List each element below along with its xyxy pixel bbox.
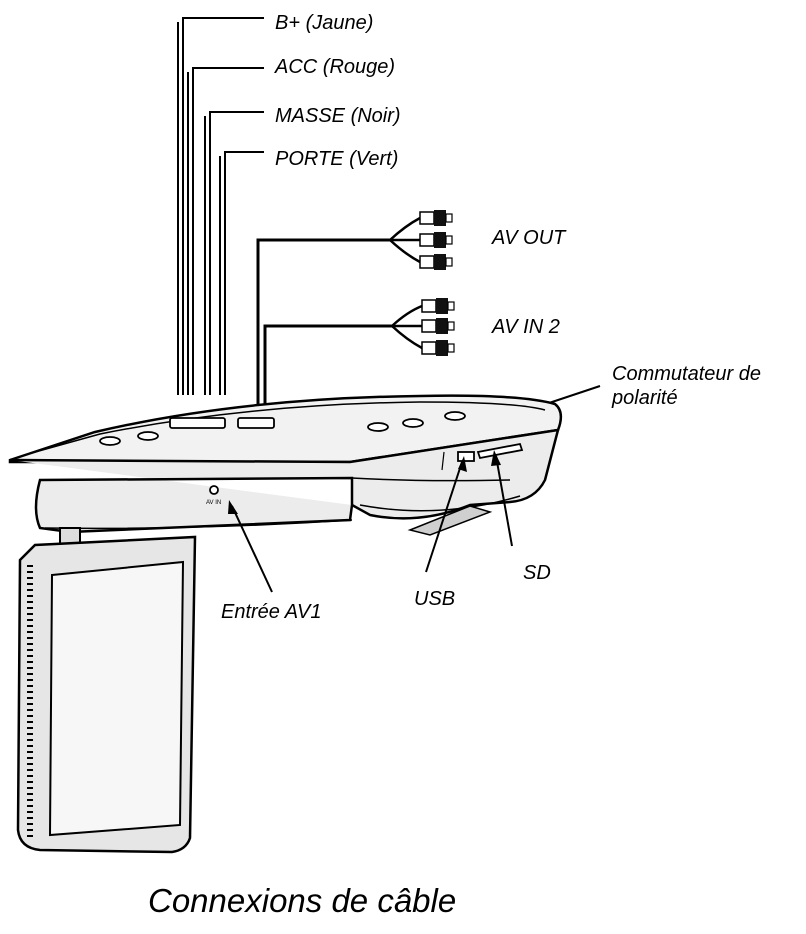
label-masse: MASSE (Noir) — [275, 105, 401, 127]
rca-plug-in-2 — [421, 318, 455, 334]
top-button-4 — [402, 418, 424, 428]
usb-port — [457, 451, 475, 462]
sd-slot — [476, 442, 524, 460]
screen-display — [48, 560, 185, 837]
label-av-out: AV OUT — [491, 227, 567, 249]
label-commutateur-line1: Commutateur de — [612, 363, 761, 385]
sd-pointer — [495, 455, 513, 547]
flip-down-screen — [16, 527, 197, 854]
power-wires — [177, 17, 264, 395]
svg-text:AV IN: AV IN — [206, 500, 221, 506]
unit-top-cover — [8, 394, 563, 464]
top-button-1 — [99, 436, 121, 446]
rca-plug-out-3 — [419, 254, 453, 270]
label-av-in-2: AV IN 2 — [491, 316, 560, 338]
entree-av1-pointer — [231, 505, 273, 593]
masse-wire — [209, 111, 264, 395]
label-usb: USB — [414, 588, 455, 610]
rca-plug-out-2 — [419, 232, 453, 248]
label-b-plus: B+ (Jaune) — [275, 12, 373, 34]
usb-pointer — [425, 461, 463, 573]
rca-plug-in-1 — [421, 298, 455, 314]
acc-wire — [192, 67, 264, 395]
top-button-2 — [137, 431, 159, 441]
ceiling-unit: AV IN — [8, 394, 563, 536]
av-in-jack — [209, 485, 219, 495]
label-entree-av1: Entrée AV1 — [221, 601, 321, 623]
unit-front-body — [9, 428, 560, 534]
label-porte: PORTE (Vert) — [275, 148, 398, 170]
rca-plug-out-1 — [419, 210, 453, 226]
label-commutateur-line2: polarité — [611, 387, 678, 409]
label-acc: ACC (Rouge) — [274, 56, 395, 78]
porte-wire — [224, 151, 264, 395]
b-plus-wire — [182, 17, 264, 395]
top-slot — [169, 417, 226, 429]
av-out-cable — [256, 210, 453, 408]
top-button-5 — [444, 411, 466, 421]
top-button-3 — [367, 422, 389, 432]
label-sd: SD — [523, 562, 551, 584]
av-in-2-cable — [263, 298, 455, 410]
caption: Connexions de câble — [148, 882, 456, 919]
rca-plug-in-3 — [421, 340, 455, 356]
